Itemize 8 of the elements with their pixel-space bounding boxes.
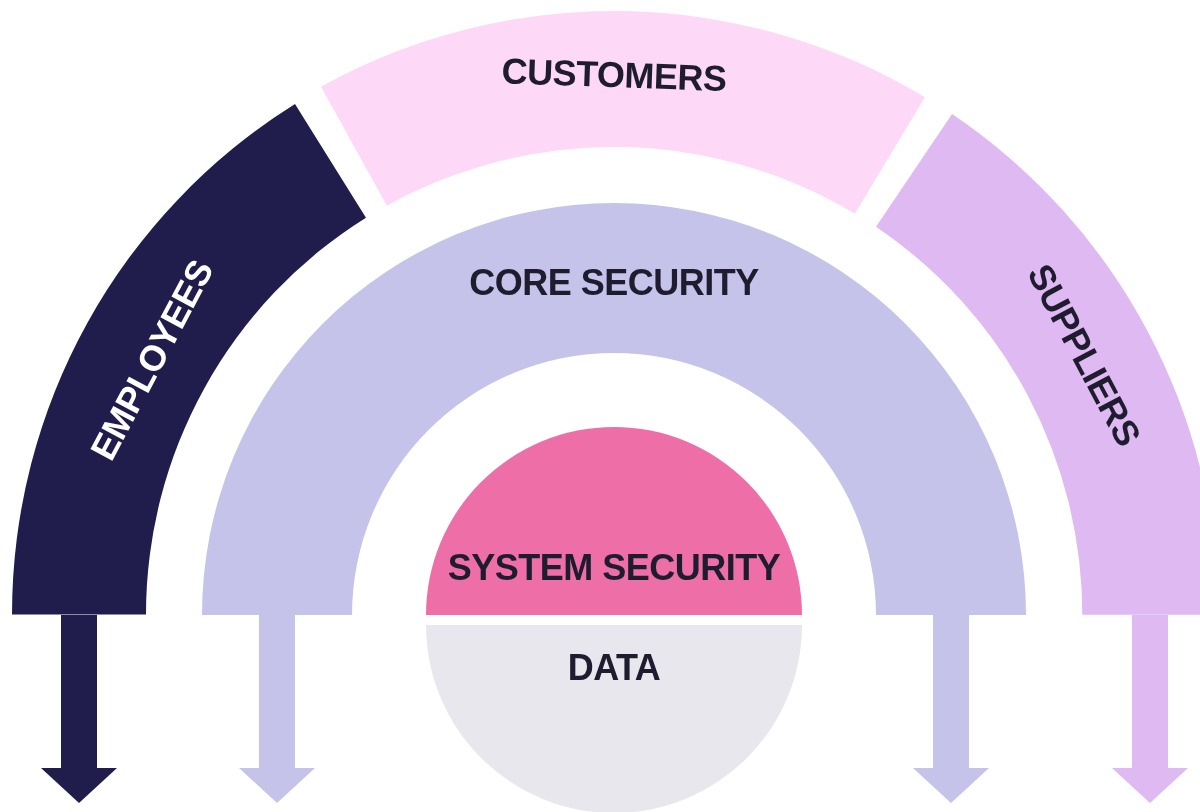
band-label: CORE SECURITY — [469, 263, 759, 303]
band-label: CUSTOMERS — [500, 51, 728, 99]
arrow — [41, 615, 117, 803]
arrow — [913, 615, 989, 803]
band-label: SYSTEM SECURITY — [447, 548, 781, 588]
band-label: DATA — [567, 648, 661, 688]
arrow — [1112, 615, 1188, 803]
arrow — [239, 615, 315, 803]
